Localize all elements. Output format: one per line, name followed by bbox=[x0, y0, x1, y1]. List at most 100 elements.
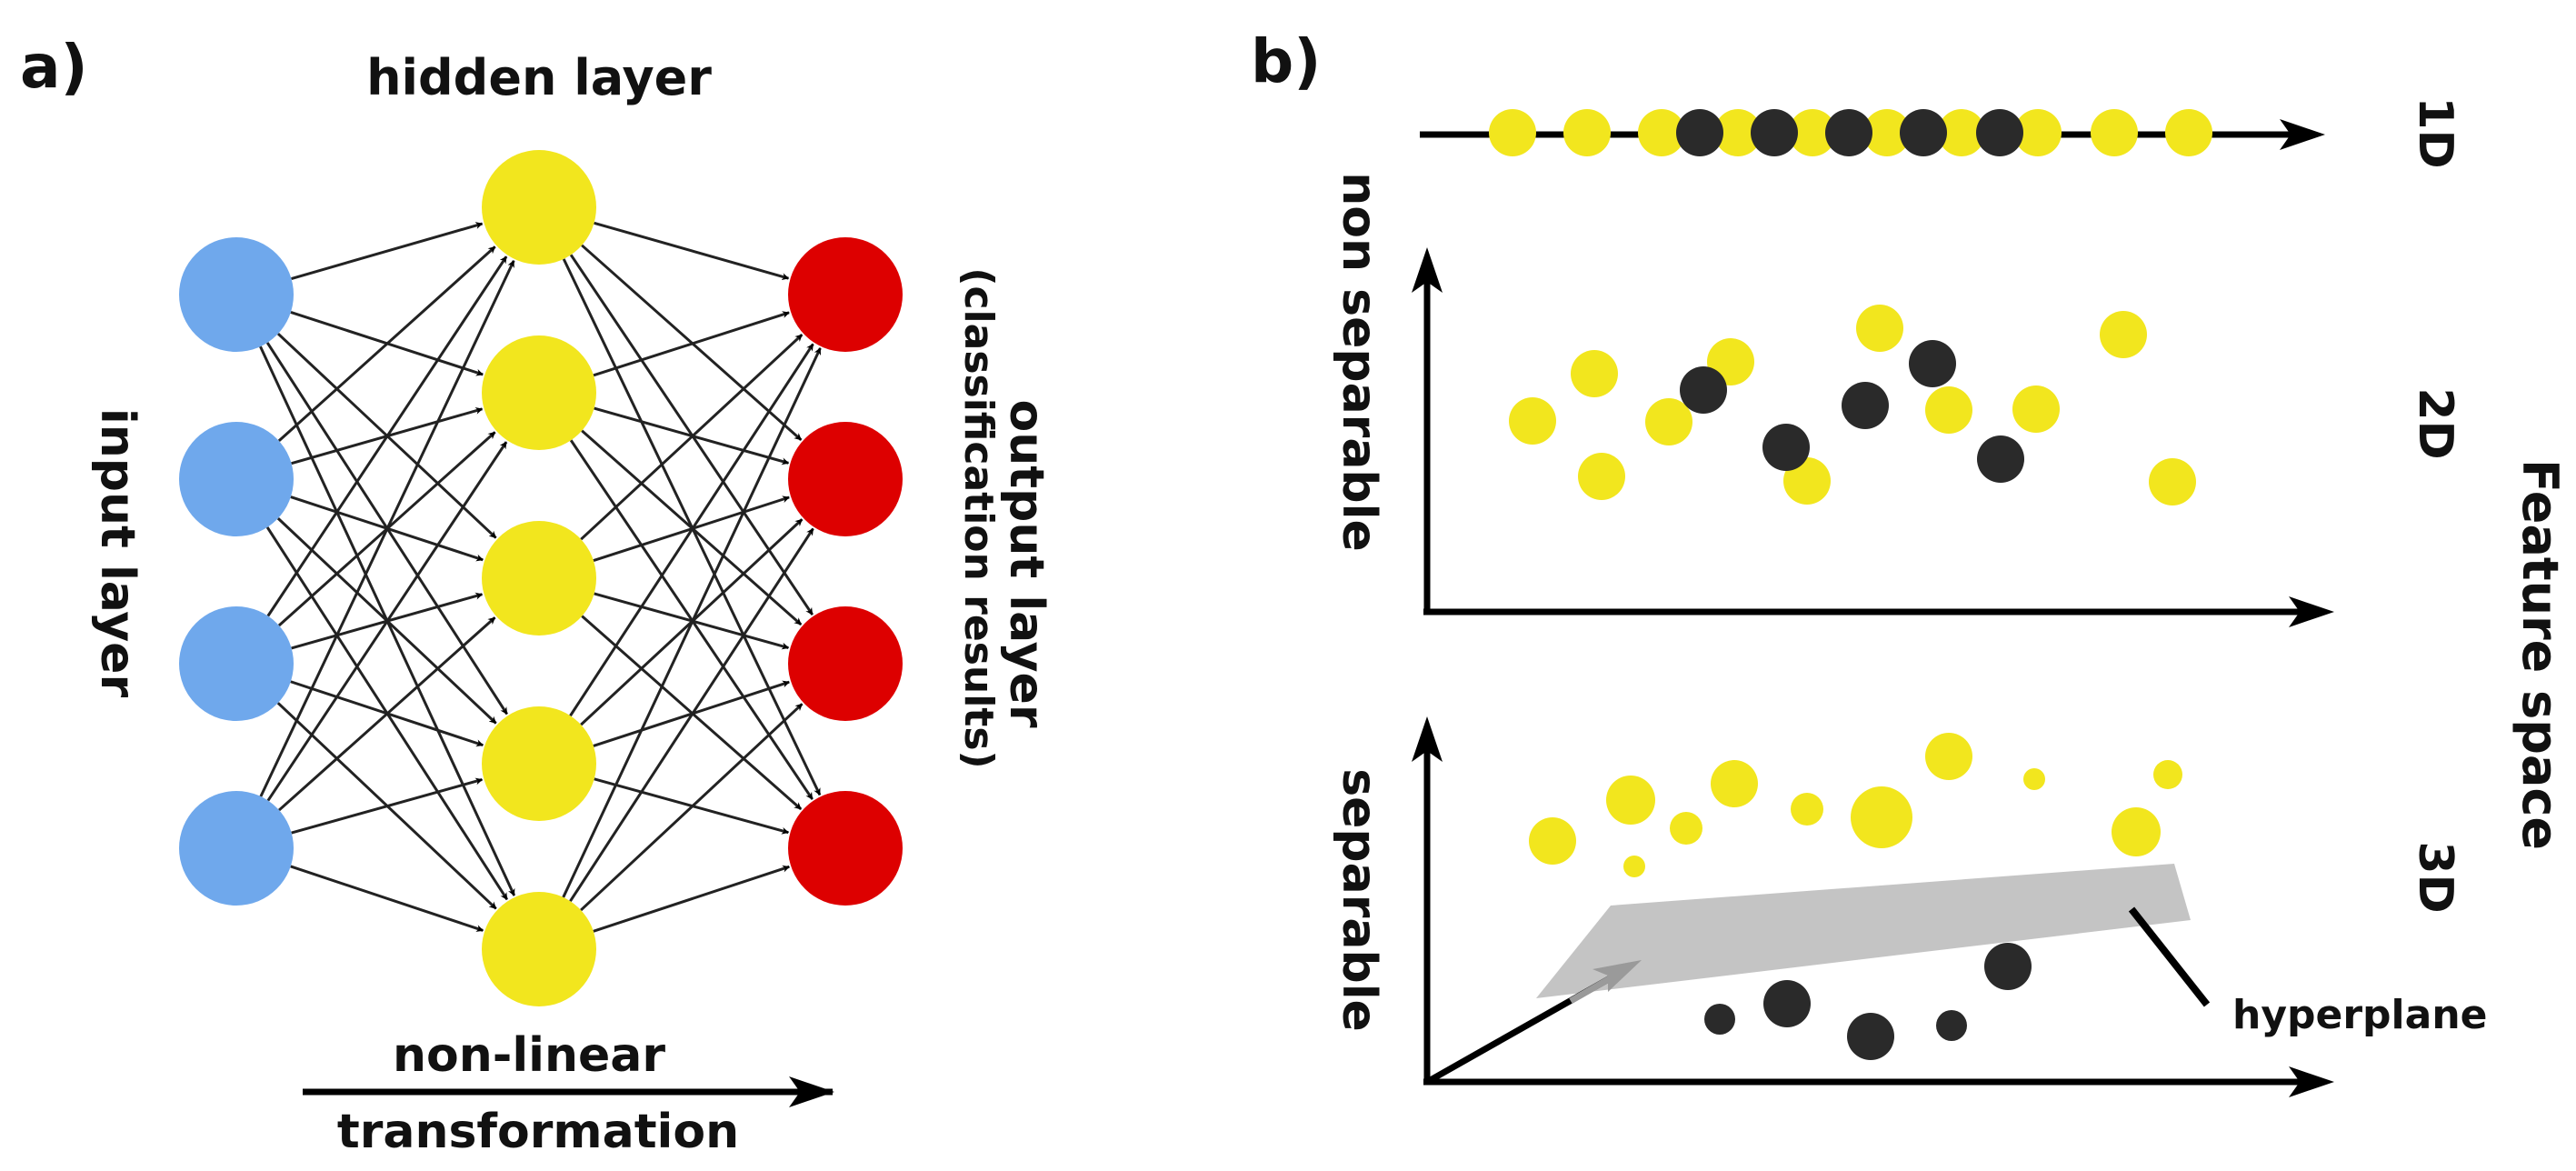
connection-arrow bbox=[593, 865, 791, 933]
point-2d-class-a bbox=[1571, 350, 1618, 397]
point-2d-class-a bbox=[1856, 305, 1903, 352]
transformation-arrowhead bbox=[789, 1076, 834, 1107]
network-nodes bbox=[179, 150, 903, 1006]
point-1d-class-b bbox=[1900, 109, 1947, 156]
connection-arrow bbox=[266, 255, 508, 617]
hidden-node bbox=[482, 706, 596, 821]
panel-a-label: a) bbox=[20, 32, 88, 102]
transformation-label-line2: transformation bbox=[337, 1105, 739, 1159]
hidden-layer-label: hidden layer bbox=[366, 49, 712, 106]
point-2d-class-b bbox=[1909, 340, 1956, 387]
label-2d: 2D bbox=[2408, 387, 2462, 459]
axis-3d-y-arrowhead bbox=[1412, 716, 1443, 762]
point-1d-class-a bbox=[1563, 109, 1611, 156]
panel-a-neural-network: a) hidden layer input layer output layer… bbox=[20, 32, 1053, 1159]
point-1d-class-b bbox=[1976, 109, 2023, 156]
hyperplane-pointer bbox=[2128, 906, 2211, 1007]
point-2d-class-a bbox=[1645, 398, 1692, 445]
point-1d-class-a bbox=[1714, 109, 1762, 156]
point-1d-class-a bbox=[1938, 109, 1985, 156]
input-node bbox=[179, 791, 294, 906]
axis-3d-x-arrowhead bbox=[2289, 1066, 2334, 1097]
point-3d-class-b bbox=[1984, 943, 2032, 990]
hidden-node bbox=[482, 150, 596, 265]
points-2d bbox=[1509, 305, 2196, 505]
point-1d-class-a bbox=[1863, 109, 1911, 156]
connection-arrow bbox=[277, 245, 496, 443]
hyperplane bbox=[1536, 864, 2191, 998]
points-1d bbox=[1489, 109, 2212, 156]
hidden-node bbox=[482, 335, 596, 450]
connection-arrow bbox=[291, 222, 484, 280]
connection-arrow bbox=[291, 777, 484, 835]
connection-arrow bbox=[580, 703, 804, 912]
axis-2d-x-arrowhead bbox=[2289, 596, 2334, 627]
point-3d-class-b bbox=[1763, 980, 1811, 1027]
input-node bbox=[179, 422, 294, 536]
input-node bbox=[179, 606, 294, 721]
connection-arrow bbox=[278, 616, 496, 812]
point-3d-class-a bbox=[1851, 786, 1912, 848]
point-1d-class-a bbox=[1789, 109, 1836, 156]
point-2d-class-b bbox=[1680, 366, 1727, 414]
point-3d-class-a bbox=[1670, 812, 1702, 845]
point-3d-class-b bbox=[1704, 1004, 1735, 1035]
point-2d-class-a bbox=[1925, 386, 1972, 434]
transformation-label-line1: non-linear bbox=[393, 1028, 665, 1083]
points-3d-class-b bbox=[1704, 943, 2032, 1060]
point-1d-class-b bbox=[1751, 109, 1798, 156]
connection-arrow bbox=[593, 311, 790, 377]
point-2d-class-a bbox=[2012, 385, 2060, 433]
connection-arrow bbox=[259, 260, 515, 797]
output-layer-label: output layer bbox=[999, 400, 1053, 728]
point-3d-class-a bbox=[1623, 856, 1645, 877]
points-3d-class-a bbox=[1529, 733, 2182, 877]
point-3d-class-b bbox=[1847, 1013, 1894, 1060]
panel-b-label: b) bbox=[1251, 26, 1321, 96]
output-node bbox=[788, 422, 903, 536]
panel-b-feature-space: b) hyperplane non separable separable 1D… bbox=[1251, 26, 2569, 1097]
point-1d-class-b bbox=[1825, 109, 1872, 156]
point-2d-class-a bbox=[1578, 453, 1625, 500]
connection-arrow bbox=[562, 347, 822, 898]
point-3d-class-a bbox=[1791, 793, 1823, 826]
point-3d-class-a bbox=[2153, 760, 2182, 789]
hidden-node bbox=[482, 892, 596, 1006]
input-layer-label: input layer bbox=[90, 408, 145, 698]
network-connections bbox=[259, 221, 822, 933]
separable-label: separable bbox=[1332, 768, 1386, 1032]
point-3d-class-a bbox=[2023, 768, 2045, 790]
label-1d: 1D bbox=[2408, 96, 2462, 168]
point-2d-class-a bbox=[2100, 311, 2147, 358]
point-2d-class-b bbox=[1762, 424, 1810, 471]
connection-arrow bbox=[266, 441, 508, 802]
point-3d-class-b bbox=[1936, 1010, 1967, 1041]
hyperplane-label: hyperplane bbox=[2232, 992, 2487, 1038]
point-3d-class-a bbox=[1529, 817, 1576, 865]
point-1d-class-a bbox=[2165, 109, 2212, 156]
axis-2d-y-arrowhead bbox=[1412, 247, 1443, 293]
hidden-node bbox=[482, 521, 596, 636]
point-1d-class-a bbox=[2091, 109, 2138, 156]
axis-1d-arrowhead bbox=[2280, 119, 2325, 150]
point-1d-class-a bbox=[1489, 109, 1536, 156]
feature-space-label: Feature space bbox=[2511, 459, 2569, 850]
connection-arrow bbox=[580, 334, 804, 541]
point-3d-class-a bbox=[1711, 760, 1758, 807]
output-node bbox=[788, 237, 903, 352]
point-3d-class-a bbox=[1925, 733, 1972, 780]
output-layer-sublabel: (classification results) bbox=[955, 267, 1002, 768]
connection-arrow bbox=[290, 865, 484, 932]
point-2d-class-b bbox=[1842, 382, 1889, 429]
point-2d-class-a bbox=[2149, 458, 2196, 505]
label-3d: 3D bbox=[2408, 841, 2462, 913]
point-1d-class-a bbox=[1638, 109, 1685, 156]
point-3d-class-a bbox=[2112, 807, 2161, 856]
point-2d-class-a bbox=[1509, 397, 1556, 445]
connection-arrow bbox=[594, 221, 790, 281]
input-node bbox=[179, 237, 294, 352]
point-3d-class-a bbox=[1606, 776, 1655, 825]
connection-arrow bbox=[569, 527, 814, 903]
point-1d-class-b bbox=[1676, 109, 1723, 156]
